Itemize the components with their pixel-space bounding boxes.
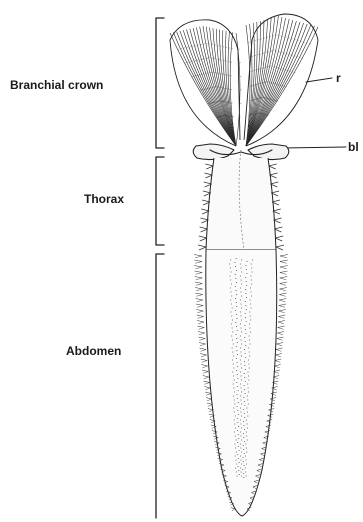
bracket-branchial-crown — [156, 18, 164, 148]
worm-illustration — [170, 14, 318, 516]
label-branchial-crown: Branchial crown — [10, 78, 103, 92]
label-branchial-lobe: bl — [348, 140, 359, 154]
label-abdomen: Abdomen — [66, 344, 121, 358]
bracket-abdomen — [156, 254, 164, 518]
branchial-crown-illustration — [170, 14, 318, 146]
label-radiole: r — [336, 71, 341, 85]
abdomen-illustration — [194, 250, 288, 516]
pointer-line-radiole — [306, 78, 332, 82]
pointer-line-branchial-lobe — [282, 147, 346, 148]
bracket-thorax — [156, 157, 164, 245]
thorax-illustration — [198, 150, 284, 250]
label-thorax: Thorax — [84, 192, 124, 206]
